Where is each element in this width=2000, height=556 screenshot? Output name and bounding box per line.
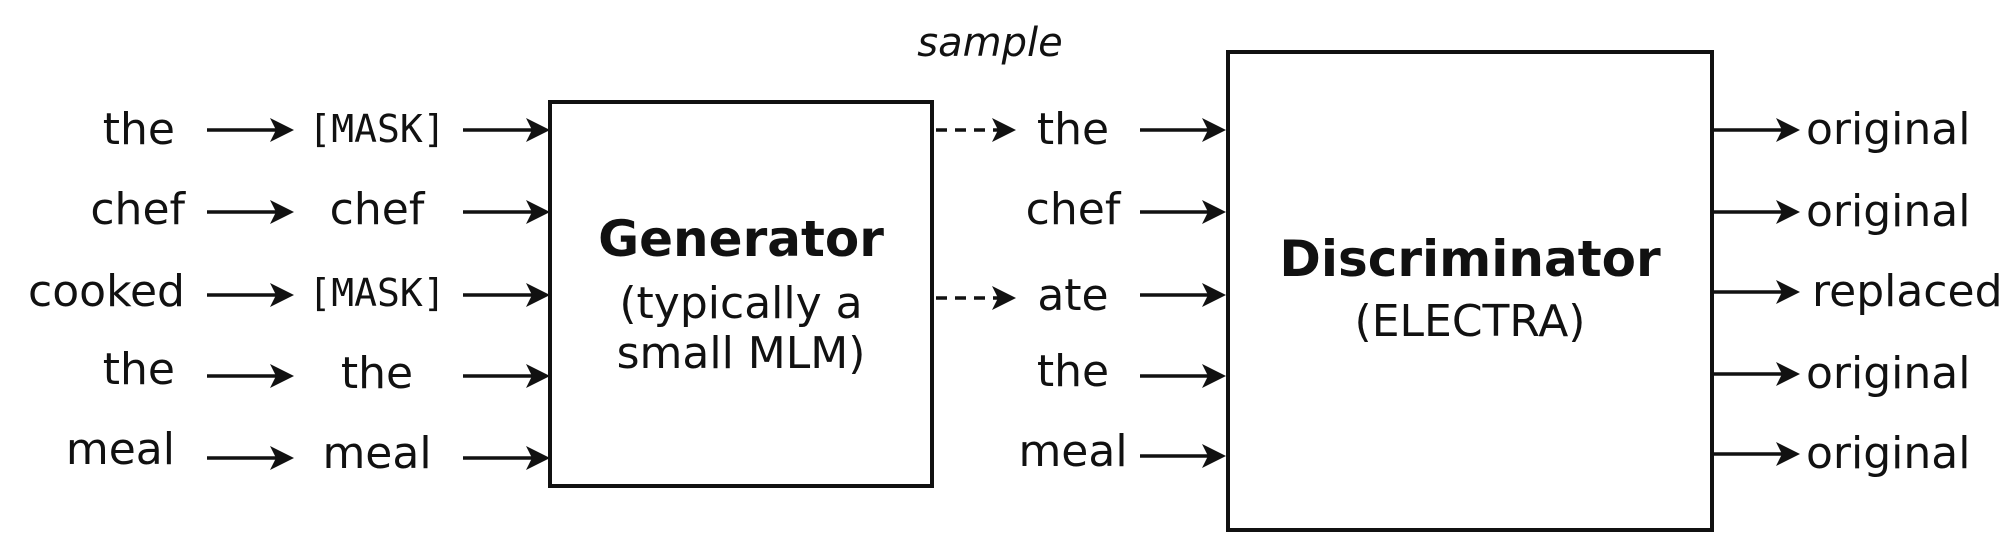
sampled-token: the	[1037, 346, 1109, 397]
arrow	[1714, 200, 1800, 224]
arrow	[1140, 200, 1226, 224]
arrow	[207, 446, 294, 470]
masked-token: meal	[322, 428, 431, 479]
sample-label: sample	[917, 20, 1062, 66]
arrow	[463, 283, 550, 307]
arrow	[1140, 364, 1226, 388]
generator-subtitle-line1: (typically a	[619, 278, 862, 329]
dashed-arrow	[936, 286, 1016, 310]
arrow	[1714, 118, 1800, 142]
arrow	[207, 283, 294, 307]
masked-token: chef	[330, 184, 426, 235]
arrow	[207, 364, 294, 388]
input-token: meal	[66, 424, 175, 475]
arrow	[207, 118, 294, 142]
discriminator-box: Discriminator (ELECTRA)	[1226, 50, 1714, 532]
arrow	[1140, 444, 1226, 468]
masked-token: the	[341, 348, 413, 399]
mask-to-generator-arrows	[463, 118, 550, 470]
input-token: the	[103, 104, 175, 155]
sampled-token: chef	[1026, 184, 1122, 235]
input-token: cooked	[28, 266, 185, 317]
generator-subtitle-line2: small MLM)	[617, 328, 866, 379]
arrow	[463, 446, 550, 470]
sampled-to-discriminator-arrows	[1140, 118, 1226, 468]
dashed-arrow	[936, 118, 1016, 142]
sampled-token: the	[1037, 104, 1109, 155]
arrow	[463, 118, 550, 142]
arrow	[463, 200, 550, 224]
discriminator-output-arrows	[1714, 118, 1800, 466]
arrow	[1140, 283, 1226, 307]
arrow	[1714, 362, 1800, 386]
sampled-tokens: the chef ate the meal	[1018, 104, 1127, 477]
arrow	[207, 200, 294, 224]
output-label: original	[1806, 104, 1970, 155]
generator-box: Generator (typically a small MLM)	[548, 100, 934, 488]
generator-title: Generator	[598, 210, 884, 268]
input-tokens: the chef cooked the meal	[28, 104, 186, 475]
sampled-token: meal	[1018, 426, 1127, 477]
input-to-mask-arrows	[207, 118, 294, 470]
sampled-token: ate	[1037, 270, 1108, 321]
sample-arrows	[936, 118, 1016, 310]
arrow	[1140, 118, 1226, 142]
output-labels: original original replaced original orig…	[1806, 104, 2000, 479]
input-token: the	[103, 344, 175, 395]
arrow	[1714, 442, 1800, 466]
input-token: chef	[90, 184, 186, 235]
output-label: original	[1806, 348, 1970, 399]
output-label: replaced	[1812, 266, 2000, 317]
output-label: original	[1806, 186, 1970, 237]
arrow	[1714, 280, 1800, 304]
arrow	[463, 364, 550, 388]
discriminator-subtitle: (ELECTRA)	[1355, 296, 1586, 347]
masked-token: [MASK]	[308, 271, 445, 315]
masked-token: [MASK]	[308, 107, 445, 151]
discriminator-title: Discriminator	[1279, 230, 1661, 288]
output-label: original	[1806, 428, 1970, 479]
masked-tokens: [MASK] chef [MASK] the meal	[308, 107, 445, 479]
